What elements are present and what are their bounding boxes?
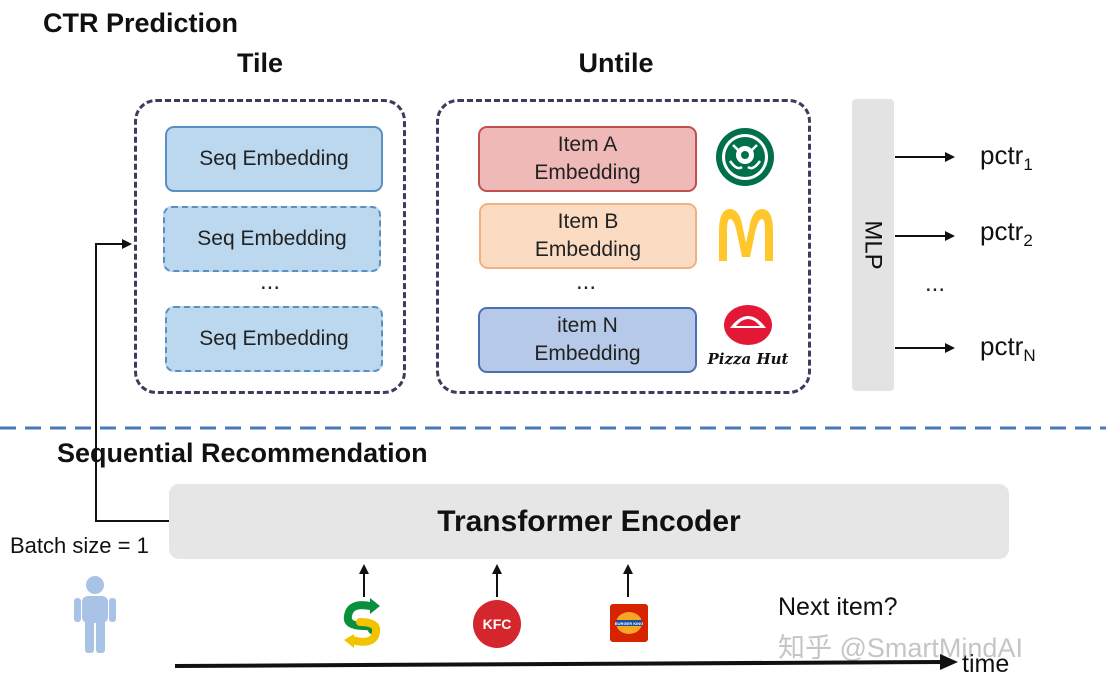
next-item-label: Next item? — [778, 593, 898, 621]
output-pctr-2-base: pctr — [980, 216, 1024, 246]
output-pctr-1-sub: 1 — [1023, 155, 1033, 175]
mlp-block: MLP — [852, 99, 894, 391]
output-pctr-1: pctr1 — [980, 140, 1033, 175]
outputs-ellipsis: ... — [924, 270, 945, 297]
output-pctr-2-sub: 2 — [1023, 231, 1033, 251]
item-a-sublabel: Embedding — [534, 161, 641, 184]
untile-group-box — [436, 99, 811, 394]
sequential-recommendation-title: Sequential Recommendation — [57, 438, 428, 468]
seq-embedding-3: Seq Embedding — [165, 306, 383, 372]
untile-ellipsis: ... — [575, 268, 596, 295]
ctr-prediction-title: CTR Prediction — [43, 8, 239, 38]
transformer-encoder-block: Transformer Encoder — [169, 484, 1009, 559]
item-b-label: Item B — [557, 210, 619, 233]
item-b-embedding: Item B Embedding — [479, 203, 697, 269]
watermark: 知乎 @SmartMindAI — [778, 633, 1023, 663]
user-icon — [74, 576, 116, 653]
burger-king-logo-icon: BURGER KING — [610, 604, 648, 642]
kfc-logo-icon: KFC — [473, 600, 521, 648]
time-label: time — [962, 650, 1010, 678]
seq-embedding-1: Seq Embedding — [165, 126, 383, 192]
pizza-hut-logo-icon: Pizza Hut — [707, 305, 789, 368]
time-axis-arrow — [174, 660, 944, 668]
seq-embedding-2: Seq Embedding — [163, 206, 381, 272]
item-n-label: item N — [557, 314, 618, 337]
output-pctr-2: pctr2 — [980, 216, 1033, 251]
item-n-embedding: item N Embedding — [478, 307, 697, 373]
kfc-logo-text: KFC — [483, 616, 512, 632]
item-a-label: Item A — [557, 133, 618, 156]
output-pctr-n-sub: N — [1023, 346, 1036, 366]
tile-group-box — [134, 99, 406, 394]
item-a-embedding: Item A Embedding — [478, 126, 697, 192]
output-pctr-n-base: pctr — [980, 331, 1024, 361]
item-n-sublabel: Embedding — [534, 342, 641, 365]
subway-logo-icon — [343, 598, 381, 648]
mcdonalds-logo-icon — [719, 209, 773, 261]
batch-size-label: Batch size = 1 — [10, 533, 149, 558]
item-b-sublabel: Embedding — [534, 238, 642, 261]
output-pctr-1-base: pctr — [980, 140, 1024, 170]
tile-ellipsis: ... — [259, 268, 280, 295]
time-axis-arrowhead — [940, 654, 958, 670]
burger-king-logo-text: BURGER KING — [615, 621, 643, 626]
untile-column-title: Untile — [578, 48, 654, 78]
tile-column-title: Tile — [236, 48, 284, 78]
pizza-hut-logo-text: Pizza Hut — [707, 350, 789, 368]
starbucks-logo-icon — [716, 128, 774, 186]
output-pctr-n: pctrN — [980, 331, 1036, 366]
encoder-to-tile-connector — [95, 239, 169, 522]
